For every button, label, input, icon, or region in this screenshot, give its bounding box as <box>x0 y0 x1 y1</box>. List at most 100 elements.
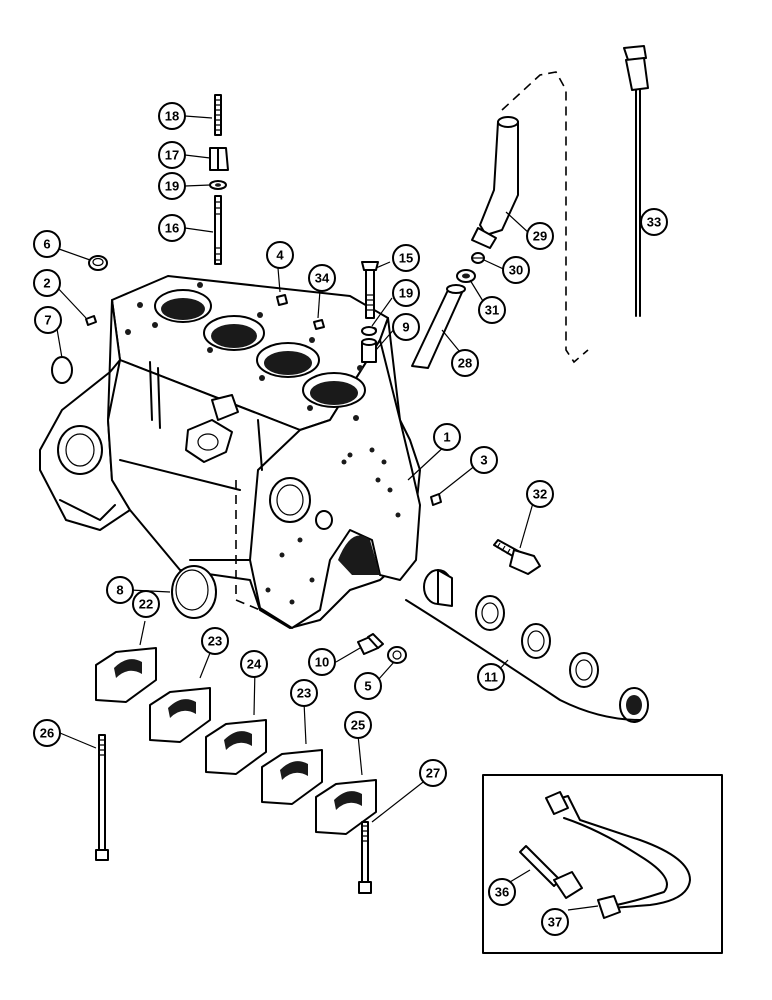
callout-c11: 11 <box>477 663 505 691</box>
callout-c1: 1 <box>433 423 461 451</box>
dipstick-tube <box>411 71 589 369</box>
callout-c36: 36 <box>488 878 516 906</box>
callout-label: 10 <box>315 655 329 670</box>
callout-label: 1 <box>443 430 450 445</box>
callout-circle <box>266 241 294 269</box>
callout-c7: 7 <box>34 306 62 334</box>
callout-circle <box>158 141 186 169</box>
callout-label: 5 <box>364 679 371 694</box>
small-plugs <box>51 255 442 664</box>
callout-label: 2 <box>43 276 50 291</box>
callout-label: 37 <box>548 915 562 930</box>
callout-c33: 33 <box>640 208 668 236</box>
callout-label: 6 <box>43 237 50 252</box>
callout-circle <box>477 663 505 691</box>
callout-label: 27 <box>426 766 440 781</box>
callout-label: 24 <box>247 657 262 672</box>
callout-c24: 24 <box>240 650 268 678</box>
callout-label: 36 <box>495 885 509 900</box>
main-bearing-caps <box>95 647 377 835</box>
callout-circle <box>354 672 382 700</box>
callout-c29: 29 <box>526 222 554 250</box>
callout-c23b: 23 <box>290 679 318 707</box>
callout-circle <box>158 214 186 242</box>
callout-label: 33 <box>647 215 661 230</box>
callout-label: 32 <box>533 487 547 502</box>
callout-label: 30 <box>509 263 523 278</box>
callout-c2: 2 <box>33 269 61 297</box>
callout-c6: 6 <box>33 230 61 258</box>
callout-circle <box>106 576 134 604</box>
callout-circle <box>640 208 668 236</box>
callout-circle <box>526 222 554 250</box>
callout-c19a: 19 <box>158 172 186 200</box>
callout-bubbles: 1234567891011151617181919222323242526272… <box>33 102 668 936</box>
callout-label: 34 <box>315 271 330 286</box>
bolt-32 <box>493 539 541 575</box>
callout-label: 29 <box>533 229 547 244</box>
callout-circle <box>433 423 461 451</box>
callout-circle <box>478 296 506 324</box>
callout-label: 31 <box>485 303 499 318</box>
callout-circle <box>526 480 554 508</box>
callout-c23a: 23 <box>201 627 229 655</box>
callout-circle <box>419 759 447 787</box>
callout-label: 18 <box>165 109 179 124</box>
callout-circle <box>392 279 420 307</box>
callout-circle <box>158 172 186 200</box>
callout-c19b: 19 <box>392 279 420 307</box>
callout-label: 17 <box>165 148 179 163</box>
callout-label: 23 <box>208 634 222 649</box>
callout-c26: 26 <box>33 719 61 747</box>
callout-c16: 16 <box>158 214 186 242</box>
callout-label: 3 <box>480 453 487 468</box>
callout-label: 19 <box>399 286 413 301</box>
callout-circle <box>488 878 516 906</box>
callout-label: 25 <box>351 718 365 733</box>
callout-circle <box>33 269 61 297</box>
callout-circle <box>158 102 186 130</box>
callout-circle <box>240 650 268 678</box>
stud-assembly-16-19 <box>209 94 229 265</box>
dipstick <box>623 45 649 317</box>
callout-c34: 34 <box>308 264 336 292</box>
callout-label: 19 <box>165 179 179 194</box>
callout-c37: 37 <box>541 908 569 936</box>
callout-c28: 28 <box>451 349 479 377</box>
callout-circle <box>33 230 61 258</box>
camshaft-bushings <box>405 569 649 723</box>
callout-label: 9 <box>402 320 409 335</box>
callout-label: 11 <box>484 670 498 685</box>
callout-c25: 25 <box>344 711 372 739</box>
callout-circle <box>451 349 479 377</box>
callout-c10: 10 <box>308 648 336 676</box>
callout-circle <box>470 446 498 474</box>
callout-label: 22 <box>139 597 153 612</box>
callout-circle <box>132 590 160 618</box>
cylinder-block <box>39 275 421 629</box>
callout-label: 16 <box>165 221 179 236</box>
callout-circle <box>502 256 530 284</box>
callout-label: 26 <box>40 726 54 741</box>
callout-c5: 5 <box>354 672 382 700</box>
callout-label: 7 <box>44 313 51 328</box>
callout-label: 28 <box>458 356 472 371</box>
callout-circle <box>33 719 61 747</box>
callout-c8: 8 <box>106 576 134 604</box>
callout-circle <box>308 648 336 676</box>
callout-circle <box>34 306 62 334</box>
callout-circle <box>290 679 318 707</box>
block-heater-inset <box>482 774 723 954</box>
callout-circle <box>308 264 336 292</box>
callout-c4: 4 <box>266 241 294 269</box>
callout-c30: 30 <box>502 256 530 284</box>
callout-c31: 31 <box>478 296 506 324</box>
callout-c15: 15 <box>392 244 420 272</box>
callout-circle <box>541 908 569 936</box>
callout-c27: 27 <box>419 759 447 787</box>
callout-label: 4 <box>276 248 284 263</box>
callout-c32: 32 <box>526 480 554 508</box>
callout-label: 23 <box>297 686 311 701</box>
callout-circle <box>392 244 420 272</box>
